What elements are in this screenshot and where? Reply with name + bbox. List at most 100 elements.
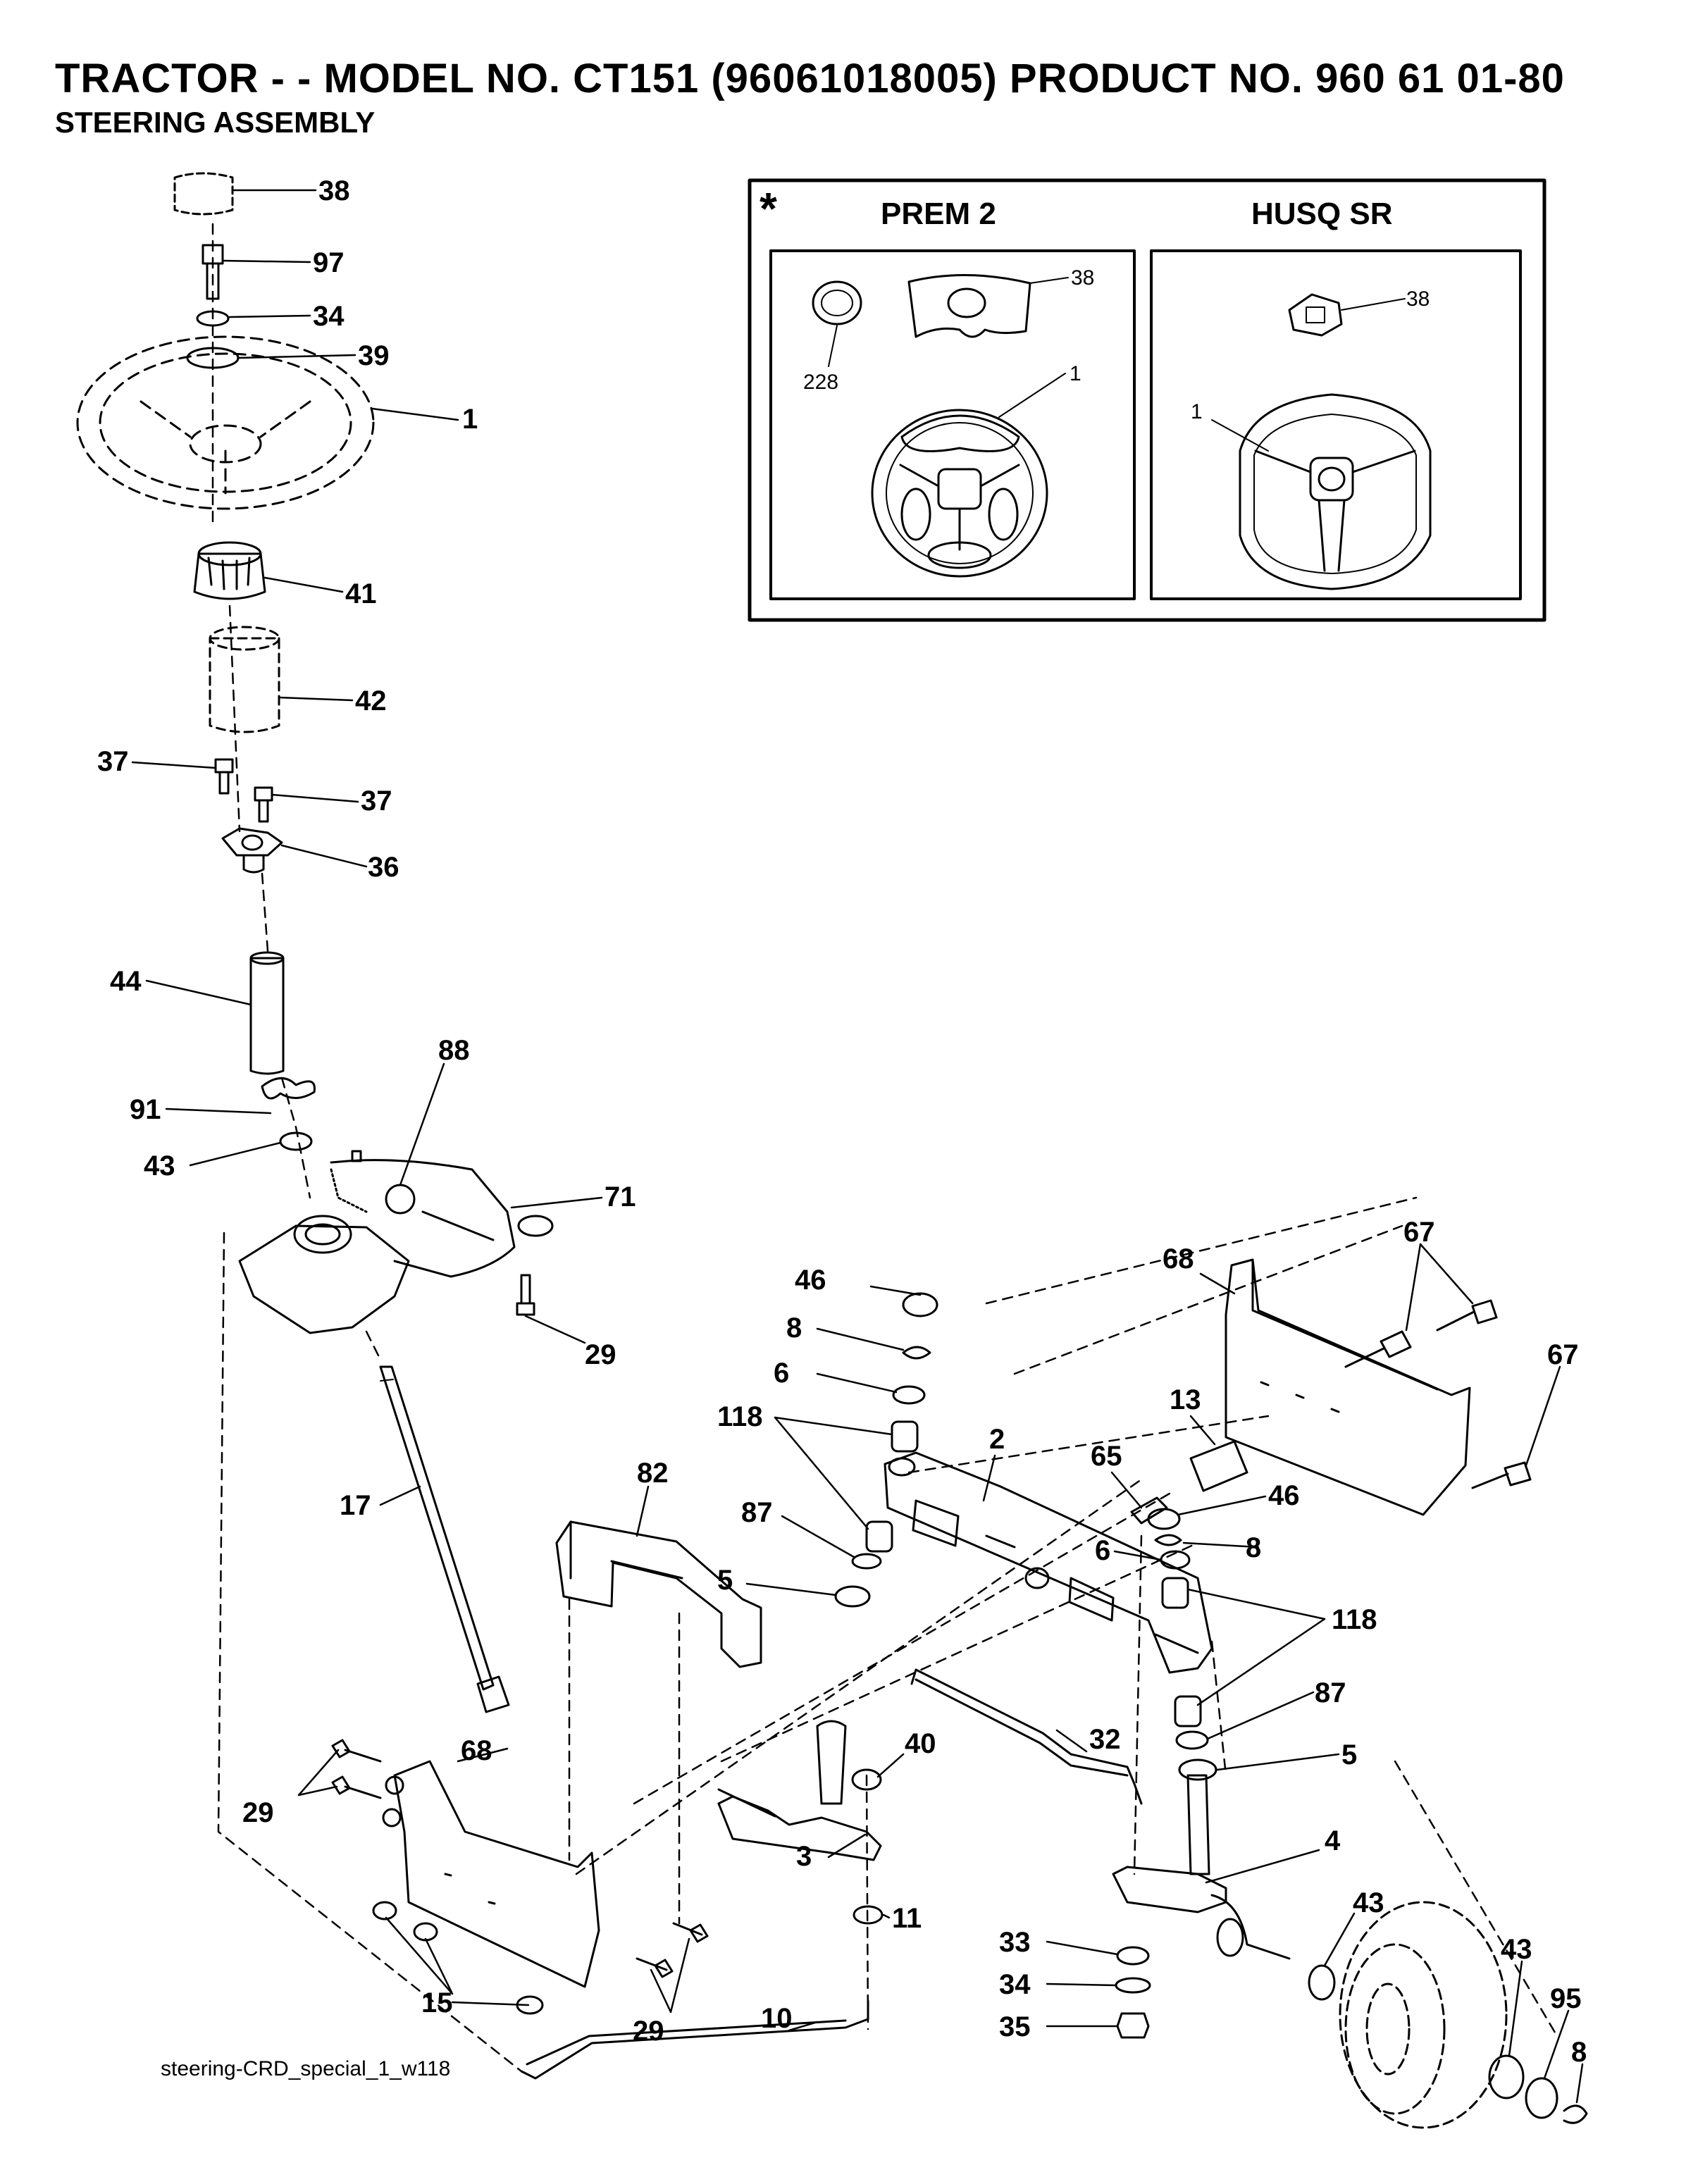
part-46-cap-right — [1147, 1508, 1181, 1530]
callout-11: 11 — [892, 1903, 922, 1934]
part-10-drag-link — [520, 1999, 869, 2080]
callout-17: 17 — [340, 1490, 371, 1521]
part-43-washer-left — [279, 1131, 313, 1151]
part-37-screws — [214, 758, 273, 823]
part-118-bushing-4 — [1174, 1695, 1202, 1727]
callout-97: 97 — [313, 247, 345, 278]
left-assembly-guide-lines — [211, 223, 1558, 2073]
callout-118-right: 118 — [1332, 1604, 1377, 1635]
part-36-flange-bushing — [221, 827, 283, 874]
part-15-nuts — [372, 1901, 544, 2015]
page-subtitle: STEERING ASSEMBLY — [55, 106, 376, 139]
callout-29-left: 29 — [242, 1797, 274, 1828]
callout-8-top: 8 — [786, 1313, 802, 1344]
callout-43-left: 43 — [144, 1150, 175, 1181]
callout-46-right: 46 — [1268, 1480, 1300, 1511]
part-41-steering-adapter — [193, 541, 266, 600]
part-38-steering-cap — [173, 172, 234, 216]
callout-67-right: 67 — [1547, 1339, 1579, 1370]
callout-6-right: 6 — [1095, 1535, 1110, 1566]
part-29-bolt-gear — [516, 1274, 535, 1316]
part-43-washer-wheel-2 — [1488, 2054, 1525, 2099]
part-118-bushing-2 — [865, 1520, 893, 1553]
part-91-clip — [261, 1077, 316, 1100]
callout-88: 88 — [438, 1035, 470, 1066]
callout-95: 95 — [1550, 1983, 1582, 2014]
inset-title-prem2: PREM 2 — [881, 197, 996, 231]
callout-68-left: 68 — [461, 1735, 492, 1766]
callout-6-top: 6 — [774, 1358, 789, 1389]
callout-13: 13 — [1170, 1384, 1201, 1415]
steering-wheel-variants-inset: * PREM 2 HUSQ SR 38 228 1 — [748, 178, 1546, 622]
part-40-nut — [851, 1768, 882, 1791]
inset-callout-228: 228 — [803, 371, 838, 394]
callout-5-left: 5 — [717, 1565, 733, 1596]
part-118-bushing-3 — [1161, 1577, 1189, 1609]
part-46-cap-top — [902, 1292, 938, 1317]
callout-labels: 38 97 34 39 1 41 42 37 37 36 44 88 91 43… — [97, 175, 1587, 2068]
part-11-washer — [853, 1905, 884, 1925]
part-34-washer-right — [1115, 1977, 1151, 1994]
callout-8-wheel: 8 — [1571, 2037, 1587, 2068]
callout-15: 15 — [421, 1987, 453, 2018]
leader-lines — [131, 189, 1584, 2104]
part-17-pinion-shaft — [379, 1365, 510, 1713]
callout-34: 34 — [313, 301, 345, 332]
callout-71: 71 — [605, 1181, 636, 1212]
callout-39: 39 — [358, 340, 390, 371]
part-71-steering-gear-housing — [238, 1150, 554, 1334]
part-2-front-axle — [884, 1451, 1213, 1674]
callout-3: 3 — [796, 1841, 812, 1872]
callout-1: 1 — [462, 404, 478, 435]
callout-5-right: 5 — [1341, 1739, 1357, 1770]
callout-43-wheel: 43 — [1353, 1887, 1384, 1918]
part-87-washer-left — [851, 1553, 882, 1570]
part-88-nut — [385, 1184, 416, 1215]
part-65-pivot-pin — [1130, 1496, 1168, 1525]
part-97-bolt — [202, 244, 224, 300]
inset-asterisk: * — [760, 183, 777, 234]
part-5-washer-right — [1178, 1758, 1217, 1781]
prem2-hub-cover — [907, 274, 1031, 338]
part-8-clip-top — [902, 1346, 931, 1360]
part-42-steering-spacer — [209, 626, 280, 733]
part-8-clip-right — [1154, 1534, 1182, 1546]
callout-65: 65 — [1091, 1441, 1122, 1472]
callout-36: 36 — [368, 852, 399, 883]
front-wheel — [1339, 1901, 1508, 2129]
part-8-clip-wheel — [1563, 2104, 1588, 2124]
page-title: TRACTOR - - MODEL NO. CT151 (96061018005… — [55, 56, 1565, 101]
callout-37-left: 37 — [97, 746, 129, 777]
husq-sr-steering-wheel — [1239, 393, 1432, 590]
callout-42: 42 — [355, 685, 387, 716]
callout-10: 10 — [761, 2003, 793, 2034]
callout-38: 38 — [318, 175, 350, 206]
part-43-washer-wheel-1 — [1308, 1964, 1336, 2001]
part-33-washer — [1116, 1946, 1150, 1966]
husq-sr-hub-cover — [1288, 293, 1343, 337]
part-87-washer-right — [1175, 1730, 1209, 1750]
callout-82: 82 — [637, 1458, 669, 1489]
callout-41: 41 — [345, 578, 377, 609]
part-3-spindle-left — [717, 1720, 882, 1861]
part-32-tie-rod — [910, 1668, 1143, 1805]
part-13-bushing — [1189, 1440, 1248, 1492]
prem2-badge — [812, 280, 862, 325]
prem2-steering-wheel — [871, 409, 1048, 578]
callout-118-left: 118 — [717, 1401, 763, 1432]
inset-callout-38-left: 38 — [1071, 266, 1094, 290]
drawing-id: steering-CRD_special_1_w118 — [161, 2057, 451, 2080]
callout-44: 44 — [110, 966, 142, 997]
part-5-washer-left — [834, 1585, 871, 1608]
callout-87-left: 87 — [741, 1497, 773, 1528]
inset-title-husq-sr: HUSQ SR — [1251, 197, 1392, 231]
part-29-bolts-left — [331, 1739, 709, 1978]
part-68-front-bracket-left — [382, 1760, 600, 1988]
part-68-front-bracket-right — [1225, 1258, 1471, 1516]
callout-29-gear: 29 — [585, 1339, 616, 1370]
callout-4: 4 — [1325, 1825, 1341, 1856]
part-67-bolts — [1344, 1299, 1532, 1489]
part-95-washer — [1525, 2077, 1558, 2119]
inset-panel-husq-sr — [1150, 249, 1522, 600]
